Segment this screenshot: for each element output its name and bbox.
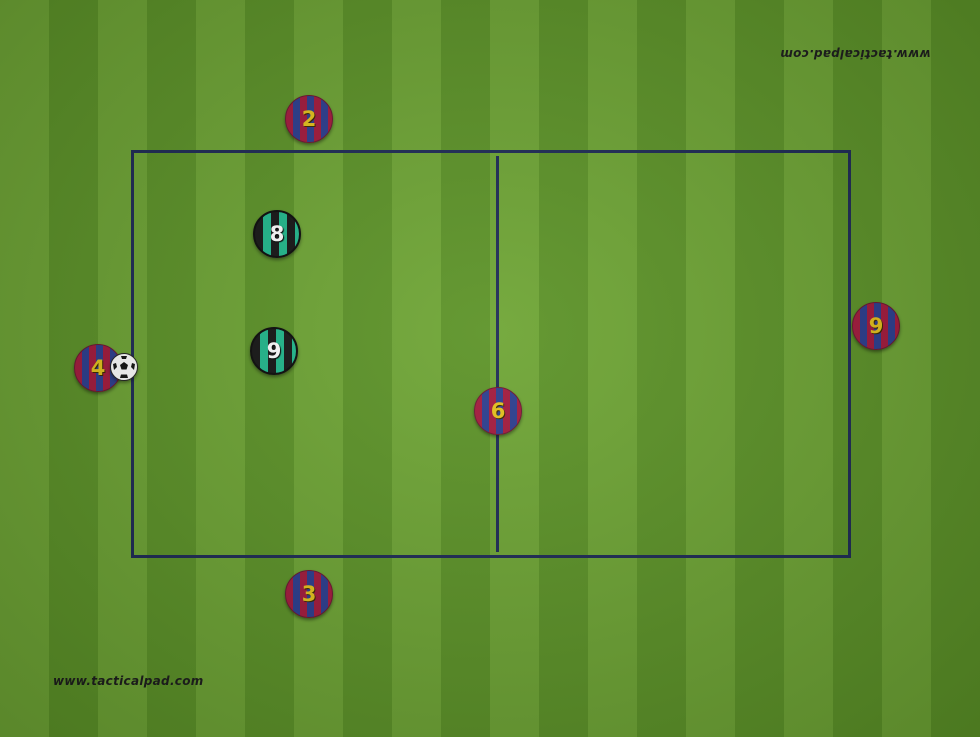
player-number: 8 (269, 222, 285, 246)
soccer-ball-icon[interactable] (110, 353, 138, 381)
player-number: 6 (490, 399, 506, 423)
soccer-ball-pattern (113, 356, 135, 378)
player-number: 9 (868, 314, 884, 338)
home-player-2[interactable]: 2 (285, 95, 333, 143)
player-number: 3 (301, 582, 317, 606)
away-player-8[interactable]: 8 (253, 210, 301, 258)
player-number: 9 (266, 339, 282, 363)
home-player-3[interactable]: 3 (285, 570, 333, 618)
away-player-9[interactable]: 9 (250, 327, 298, 375)
halfway-divider-line (496, 156, 499, 552)
home-player-9[interactable]: 9 (852, 302, 900, 350)
watermark-top: www.tacticalpad.com (780, 47, 931, 61)
drill-area-boundary (131, 150, 851, 558)
home-player-6[interactable]: 6 (474, 387, 522, 435)
watermark-bottom: www.tacticalpad.com (53, 674, 204, 688)
player-number: 4 (90, 356, 106, 380)
player-number: 2 (301, 107, 317, 131)
